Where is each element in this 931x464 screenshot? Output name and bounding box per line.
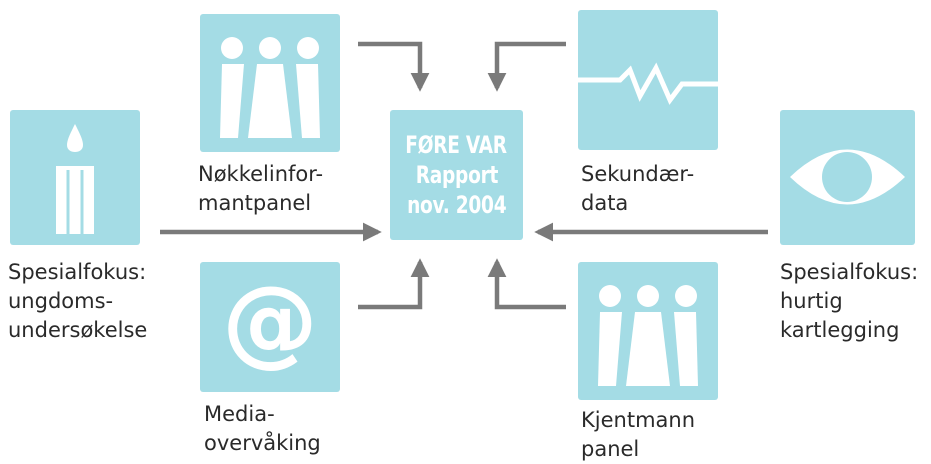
arrow-key-informant bbox=[358, 41, 430, 92]
rapid-mapping-label: Spesialfokus: hurtig kartlegging bbox=[780, 260, 919, 342]
eye-icon bbox=[790, 149, 905, 205]
report-title: FØRE VAR Rapport nov. 2004 bbox=[405, 131, 508, 219]
people-icon bbox=[220, 37, 320, 138]
kjentmann-panel-tile bbox=[578, 262, 718, 400]
svg-text:@: @ bbox=[222, 265, 318, 377]
rapid-mapping-tile bbox=[780, 110, 915, 245]
report-box bbox=[390, 110, 523, 240]
secondary-data-label: Sekundær- data bbox=[581, 162, 695, 215]
kjentmann-panel-label: Kjentmann panel bbox=[581, 408, 696, 461]
arrow-secondary-data bbox=[487, 41, 566, 92]
media-monitoring-label: Media- overvåking bbox=[204, 402, 321, 455]
media-monitoring-tile: @ bbox=[200, 262, 340, 392]
arrow-media bbox=[358, 258, 430, 310]
youth-survey-label: Spesialfokus: ungdoms- undersøkelse bbox=[8, 260, 148, 342]
line-graph-icon bbox=[578, 62, 718, 105]
arrow-kjentmann bbox=[487, 258, 566, 310]
key-informant-panel-tile bbox=[200, 14, 340, 152]
people-icon bbox=[598, 285, 698, 386]
pencil-icon bbox=[56, 124, 94, 234]
secondary-data-tile bbox=[578, 10, 718, 150]
at-sign-icon: @ bbox=[222, 265, 318, 377]
key-informant-panel-label: Nøkkelinfor- mantpanel bbox=[198, 162, 324, 215]
youth-survey-tile bbox=[10, 110, 140, 245]
